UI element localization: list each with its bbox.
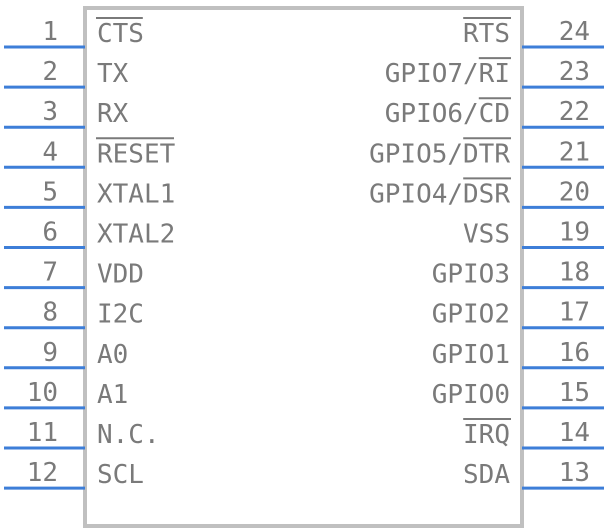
pin-11: 11 N.C. (4, 418, 160, 450)
pin-2: 2 TX (4, 57, 129, 89)
pin-number: 15 (559, 378, 590, 408)
pin-number: 8 (42, 298, 58, 328)
pin-number: 6 (42, 218, 58, 248)
pin-22: 22 GPIO6/CD (385, 97, 604, 129)
pin-label: SDA (463, 460, 510, 490)
pin-label: A1 (97, 380, 128, 410)
pin-number: 20 (559, 177, 590, 207)
pin-number: 17 (559, 298, 590, 328)
ic-body (83, 6, 524, 528)
pin-label: GPIO2 (432, 300, 510, 330)
pin-8: 8 I2C (4, 298, 144, 330)
pin-label: IRQ (463, 420, 510, 450)
pin-number: 7 (42, 258, 58, 288)
pin-10: 10 A1 (4, 378, 128, 410)
pin-9: 9 A0 (4, 338, 128, 370)
pin-label: RTS (463, 19, 510, 49)
pin-1: 1 CTS (4, 17, 144, 49)
pin-label: GPIO4/DSR (369, 179, 510, 209)
pin-4: 4 RESET (4, 137, 176, 169)
pin-number: 9 (42, 338, 58, 368)
pin-17: 17 GPIO2 (432, 298, 604, 330)
pin-16: 16 GPIO1 (432, 338, 604, 370)
pin-label: GPIO7/RI (385, 59, 510, 89)
pin-number: 14 (559, 418, 590, 448)
pin-number: 24 (559, 17, 590, 47)
pin-label: VDD (97, 260, 144, 290)
pin-number: 18 (559, 258, 590, 288)
pin-number: 16 (559, 338, 590, 368)
pin-6: 6 XTAL2 (4, 218, 175, 250)
pin-number: 3 (42, 97, 58, 127)
pin-label: TX (97, 59, 129, 89)
pin-label: I2C (97, 300, 144, 330)
pin-number: 5 (42, 177, 58, 207)
pin-label: RESET (97, 139, 176, 169)
pin-label: CTS (97, 19, 144, 49)
pin-14: 14 IRQ (463, 418, 604, 450)
pin-label: GPIO6/CD (385, 99, 510, 129)
pin-20: 20 GPIO4/DSR (369, 177, 604, 209)
pin-number: 11 (27, 418, 58, 448)
pin-label: GPIO0 (432, 380, 510, 410)
pin-label: GPIO5/DTR (369, 139, 510, 169)
pin-15: 15 GPIO0 (432, 378, 604, 410)
right-pin-group: 24RTS23GPIO7/RI22GPIO6/CD21GPIO5/DTR20GP… (369, 17, 604, 490)
pin-number: 19 (559, 218, 590, 248)
pin-19: 19 VSS (463, 218, 604, 250)
pin-number: 2 (42, 57, 58, 87)
pin-number: 4 (42, 137, 58, 167)
pin-24: 24 RTS (463, 17, 604, 49)
pin-label: A0 (97, 340, 128, 370)
pin-18: 18 GPIO3 (432, 258, 604, 290)
pin-label: XTAL1 (97, 179, 175, 209)
pin-number: 1 (42, 17, 58, 47)
pin-7: 7 VDD (4, 258, 144, 290)
pin-label: XTAL2 (97, 220, 175, 250)
pin-number: 23 (559, 57, 590, 87)
pin-number: 13 (559, 458, 590, 488)
pin-21: 21 GPIO5/DTR (369, 137, 604, 169)
pin-label: GPIO3 (432, 260, 510, 290)
pin-label: RX (97, 99, 129, 129)
pin-number: 22 (559, 97, 590, 127)
pin-13: 13 SDA (463, 458, 604, 490)
pin-label: N.C. (97, 420, 160, 450)
pin-23: 23 GPIO7/RI (385, 57, 604, 89)
pin-3: 3 RX (4, 97, 129, 129)
pin-label: VSS (463, 220, 510, 250)
pin-label: SCL (97, 460, 144, 490)
pin-number: 10 (27, 378, 58, 408)
pin-number: 12 (27, 458, 58, 488)
pin-number: 21 (559, 137, 590, 167)
pin-5: 5 XTAL1 (4, 177, 175, 209)
left-pin-group: 1 CTS 2 TX 3 RX 4 RESET 5 XTAL1 6 XTAL2 7 VDD 8 I2C 9 A0 1… (4, 17, 176, 490)
pin-12: 12 SCL (4, 458, 144, 490)
pin-label: GPIO1 (432, 340, 510, 370)
